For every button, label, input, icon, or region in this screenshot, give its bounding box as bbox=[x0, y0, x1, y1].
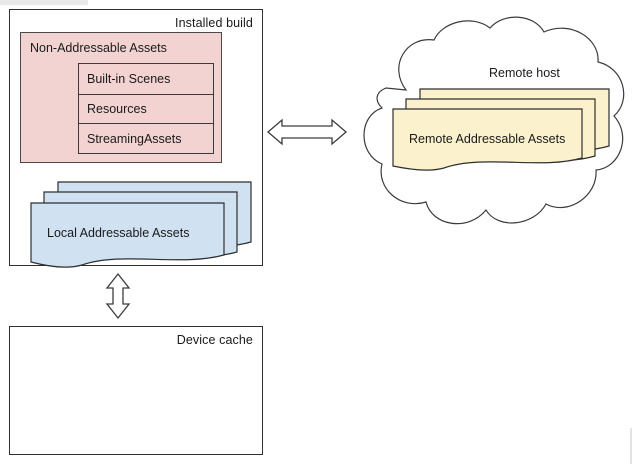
top-edge-artifact bbox=[0, 0, 88, 5]
build-to-host-arrow bbox=[266, 115, 348, 149]
table-row: Built-in Scenes bbox=[87, 71, 171, 86]
remote-addressable-assets-stack: Remote Addressable Assets bbox=[392, 88, 610, 174]
right-edge-artifact bbox=[630, 428, 632, 464]
installed-build-title: Installed build bbox=[175, 16, 253, 30]
non-addressable-assets-label: Non-Addressable Assets bbox=[30, 41, 167, 55]
double-headed-arrow-icon bbox=[105, 272, 131, 320]
table-row: Resources bbox=[79, 93, 213, 124]
document-sheet-front bbox=[30, 202, 225, 268]
non-addressable-sub-table: Built-in Scenes Resources StreamingAsset… bbox=[78, 63, 214, 154]
table-row: StreamingAssets bbox=[79, 123, 213, 153]
document-sheet-front bbox=[392, 108, 583, 171]
remote-host-title: Remote host bbox=[489, 66, 560, 80]
non-addressable-assets-group: Non-Addressable Assets Built-in Scenes R… bbox=[20, 32, 222, 163]
build-to-cache-arrow bbox=[105, 272, 131, 320]
double-headed-arrow-icon bbox=[267, 118, 347, 146]
local-addressable-assets-stack: Local Addressable Assets bbox=[30, 181, 252, 269]
device-cache-title: Device cache bbox=[176, 333, 253, 347]
installed-build-container: Installed build Non-Addressable Assets B… bbox=[9, 9, 263, 269]
device-cache-container: Device cache Remote, cached Addressable … bbox=[9, 326, 263, 455]
